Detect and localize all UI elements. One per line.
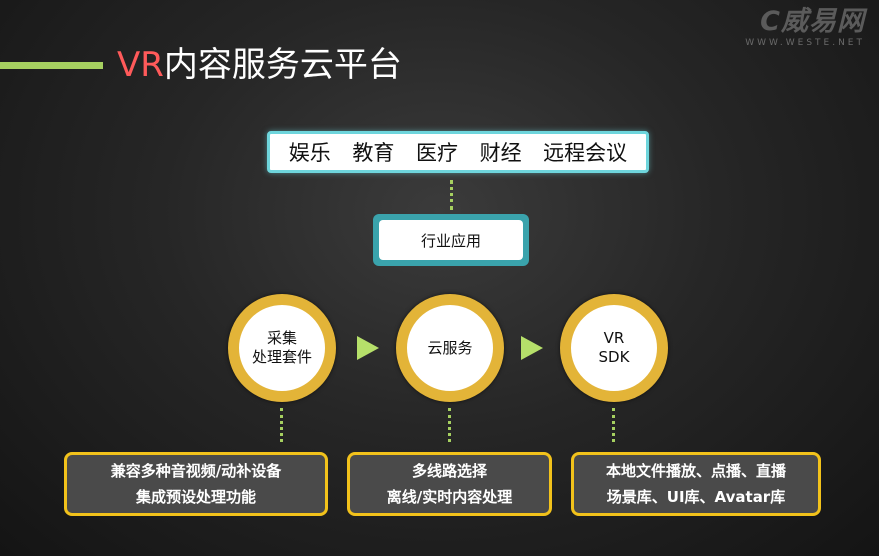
node-sdk-line-2: SDK xyxy=(598,348,630,366)
logo-mark: C威易网 xyxy=(760,6,865,37)
node-vr-sdk: VR SDK xyxy=(560,294,668,402)
app-education: 教育 xyxy=(352,141,395,165)
desc-vr-sdk: 本地文件播放、点播、直播 场景库、UI库、Avatar库 xyxy=(571,452,821,516)
title-accent-bar xyxy=(0,62,103,69)
desc-capture-suite: 兼容多种音视频/动补设备 集成预设处理功能 xyxy=(64,452,328,516)
desc-capture-line-1: 兼容多种音视频/动补设备 xyxy=(110,462,282,480)
app-remote-meeting: 远程会议 xyxy=(543,141,628,165)
desc-sdk-line-2: 场景库、UI库、Avatar库 xyxy=(606,488,786,506)
connector-sdk-to-desc xyxy=(612,408,615,442)
applications-box: 娱乐 教育 医疗 财经 远程会议 xyxy=(267,131,649,173)
logo-url: WWW.WESTE.NET xyxy=(745,38,865,48)
node-capture-line-1: 采集 xyxy=(266,329,297,347)
connector-capture-to-desc xyxy=(280,408,283,442)
node-sdk-line-1: VR xyxy=(603,329,625,347)
app-healthcare: 医疗 xyxy=(415,141,458,165)
app-finance: 财经 xyxy=(479,141,522,165)
app-entertainment: 娱乐 xyxy=(288,141,331,165)
desc-cloud-line-2: 离线/实时内容处理 xyxy=(386,488,513,506)
desc-cloud-service: 多线路选择 离线/实时内容处理 xyxy=(347,452,552,516)
brand-logo: C威易网 WWW.WESTE.NET xyxy=(745,6,865,48)
arrow-right-icon xyxy=(521,336,543,360)
connector-apps-to-industry xyxy=(450,180,453,210)
node-capture-suite: 采集 处理套件 xyxy=(228,294,336,402)
arrow-right-icon xyxy=(357,336,379,360)
desc-capture-line-2: 集成预设处理功能 xyxy=(135,488,256,506)
desc-cloud-line-1: 多线路选择 xyxy=(411,462,487,480)
node-cloud-line-1: 云服务 xyxy=(427,338,473,357)
title-prefix: VR xyxy=(117,45,164,85)
industry-application-box: 行业应用 xyxy=(373,214,529,266)
node-capture-line-2: 处理套件 xyxy=(251,348,312,366)
industry-application-label: 行业应用 xyxy=(379,220,523,260)
desc-sdk-line-1: 本地文件播放、点播、直播 xyxy=(605,462,786,480)
connector-cloud-to-desc xyxy=(448,408,451,442)
page-title: VR内容服务云平台 xyxy=(117,42,402,88)
node-cloud-service: 云服务 xyxy=(396,294,504,402)
title-rest: 内容服务云平台 xyxy=(163,45,402,85)
